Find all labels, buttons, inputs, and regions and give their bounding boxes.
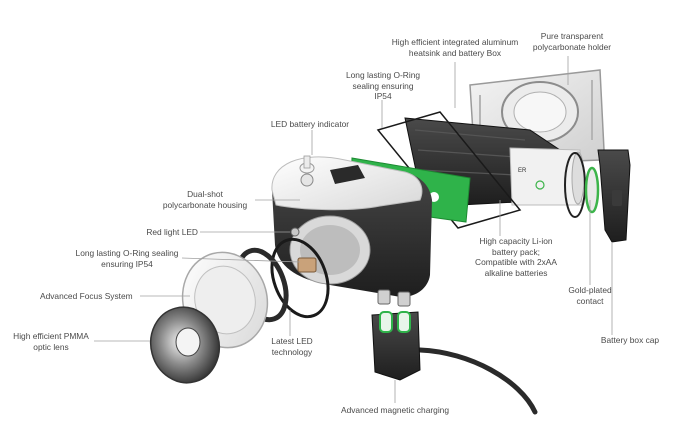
battery-pack-line-4: alkaline batteries: [484, 267, 548, 278]
label-latest-led: Latest LED technology: [262, 336, 322, 357]
optic-lens: [149, 306, 221, 384]
battery-pack-line-3: Compatible with 2xAA: [475, 257, 557, 267]
label-battery-cap: Battery box cap: [590, 335, 670, 346]
battery-pack: ER: [509, 147, 585, 206]
label-housing: Dual-shot polycarbonate housing: [155, 189, 255, 210]
lens-line-1: High efficient PMMA: [13, 331, 89, 341]
main-housing: [271, 156, 432, 297]
oring-top-line-3: IP54: [374, 91, 392, 101]
label-red-led: Red light LED: [120, 227, 198, 238]
holder-line-1: Pure transparent: [540, 31, 604, 41]
magnetic-pins: [377, 289, 411, 307]
heatsink-line-1: High efficient integrated aluminum: [391, 37, 519, 47]
red-led: [290, 227, 300, 237]
leader-lines: [94, 56, 613, 403]
red-led-line-1: Red light LED: [146, 227, 198, 237]
gold-contact-line-2: contact: [576, 295, 604, 306]
svg-text:ER: ER: [518, 168, 527, 174]
front-oring: [270, 237, 330, 319]
battery-pack-line-2: battery pack;: [492, 246, 540, 257]
magnetic-charging-plug: [371, 311, 421, 381]
lens-line-2: optic lens: [33, 341, 69, 352]
label-oring-left: Long lasting O-Ring sealing ensuring IP5…: [68, 248, 186, 269]
label-battery-pack: High capacity Li-ion battery pack; Compa…: [466, 236, 566, 278]
gold-contact: [584, 166, 600, 214]
oring-left-line-1: Long lasting O-Ring sealing: [75, 248, 179, 258]
label-focus-system: Advanced Focus System: [40, 291, 140, 302]
label-battery-indicator: LED battery indicator: [255, 119, 365, 130]
gold-contact-line-1: Gold-plated: [568, 285, 612, 295]
oring-top-line-1: Long lasting O-Ring: [345, 70, 421, 80]
battery-box-cap: [597, 149, 631, 243]
label-lens: High efficient PMMA optic lens: [8, 331, 94, 352]
label-holder: Pure transparent polycarbonate holder: [522, 31, 622, 52]
label-oring-top: Long lasting O-Ring sealing ensuring IP5…: [333, 70, 433, 102]
battery-indicator-led: [299, 155, 315, 187]
led-module: [297, 257, 317, 273]
holder-line-2: polycarbonate holder: [532, 41, 612, 52]
battery-cap-line-1: Battery box cap: [600, 335, 660, 345]
focus-system-line-1: Advanced Focus System: [40, 291, 133, 301]
label-gold-contact: Gold-plated contact: [560, 285, 620, 306]
oring-left-line-2: ensuring IP54: [101, 258, 153, 269]
charging-cable: [417, 347, 538, 415]
latest-led-line-2: technology: [271, 346, 313, 357]
housing-line-2: polycarbonate housing: [162, 199, 248, 210]
label-charging: Advanced magnetic charging: [330, 405, 460, 416]
heatsink-line-2: heatsink and battery Box: [408, 47, 502, 58]
oring-top-line-2: sealing ensuring: [352, 80, 414, 91]
charging-line-1: Advanced magnetic charging: [340, 405, 449, 415]
battery-pack-line-1: High capacity Li-ion: [479, 236, 553, 246]
latest-led-line-1: Latest LED: [271, 336, 313, 346]
battery-indicator-line-1: LED battery indicator: [270, 119, 350, 129]
housing-line-1: Dual-shot: [187, 189, 223, 199]
label-heatsink: High efficient integrated aluminum heats…: [380, 37, 530, 58]
